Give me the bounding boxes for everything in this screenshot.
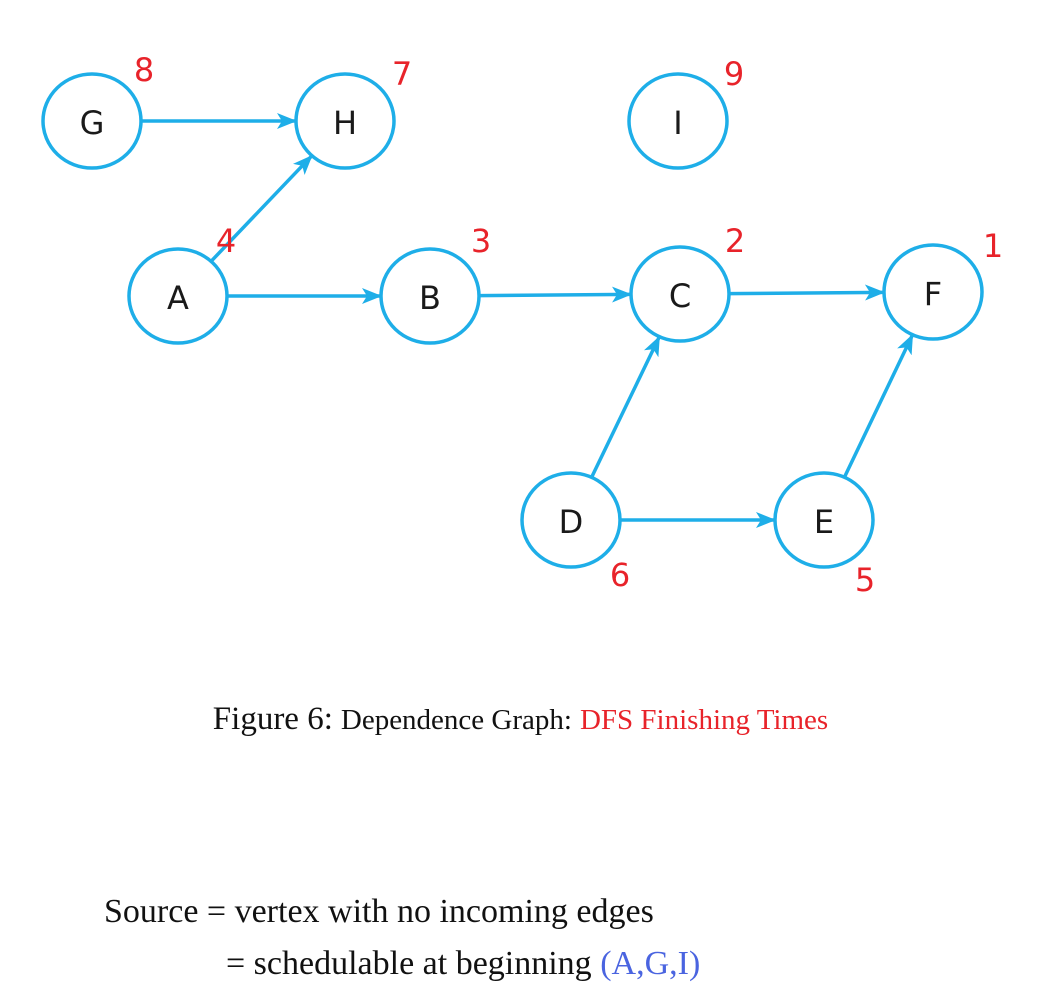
node-g: G8 [41,51,154,170]
caption-prefix: Figure 6: [212,701,333,737]
finish-time-label: 2 [725,222,745,260]
node-circle [294,72,396,170]
node-f: F1 [882,227,1003,341]
edge-e-to-f [842,333,915,479]
caption-highlight: DFS Finishing Times [579,704,829,736]
edge-c-to-f [728,284,886,301]
node-circle [127,247,229,345]
schedulable-line: = schedulable at beginning (A,G,I) [226,945,700,983]
finish-time-label: 9 [724,55,744,93]
node-e: E5 [773,471,875,599]
source-definition-line: Source = vertex with no incoming edges [104,893,654,930]
node-label: G [80,104,105,142]
node-label: D [559,503,584,541]
finish-time-label: 1 [983,227,1003,265]
node-circle [629,245,731,343]
node-circle [773,471,875,569]
node-d: D6 [520,471,630,594]
node-label: F [924,275,942,313]
node-h: H7 [294,55,412,170]
node-circle [379,247,481,345]
figure-caption: Figure 6: Dependence Graph: DFS Finishin… [0,700,1041,738]
edge-a-to-h [209,154,314,263]
edge-d-to-c [589,335,662,479]
edges-layer [141,113,915,528]
node-circle [882,243,984,341]
node-label: I [673,104,682,142]
node-label: A [167,279,189,317]
node-a: A4 [127,222,236,345]
finish-time-label: 7 [392,55,412,93]
node-b: B3 [379,222,491,345]
node-label: H [333,104,357,142]
node-i: I9 [627,55,744,170]
finish-time-label: 8 [134,51,154,89]
node-label: E [814,503,834,541]
finish-time-label: 5 [855,561,875,599]
finish-time-label: 3 [471,222,491,260]
node-label: B [419,279,441,317]
finish-time-label: 6 [610,556,630,594]
finish-time-label: 4 [216,222,236,260]
schedulable-text: = schedulable at beginning [226,945,592,982]
edge-b-to-c [478,286,633,303]
source-vertices: (A,G,I) [600,945,701,982]
node-circle [627,72,729,170]
caption-main: Dependence Graph: [340,704,572,736]
node-circle [520,471,622,569]
node-label: C [669,277,691,315]
node-circle [41,72,143,170]
node-c: C2 [629,222,745,343]
